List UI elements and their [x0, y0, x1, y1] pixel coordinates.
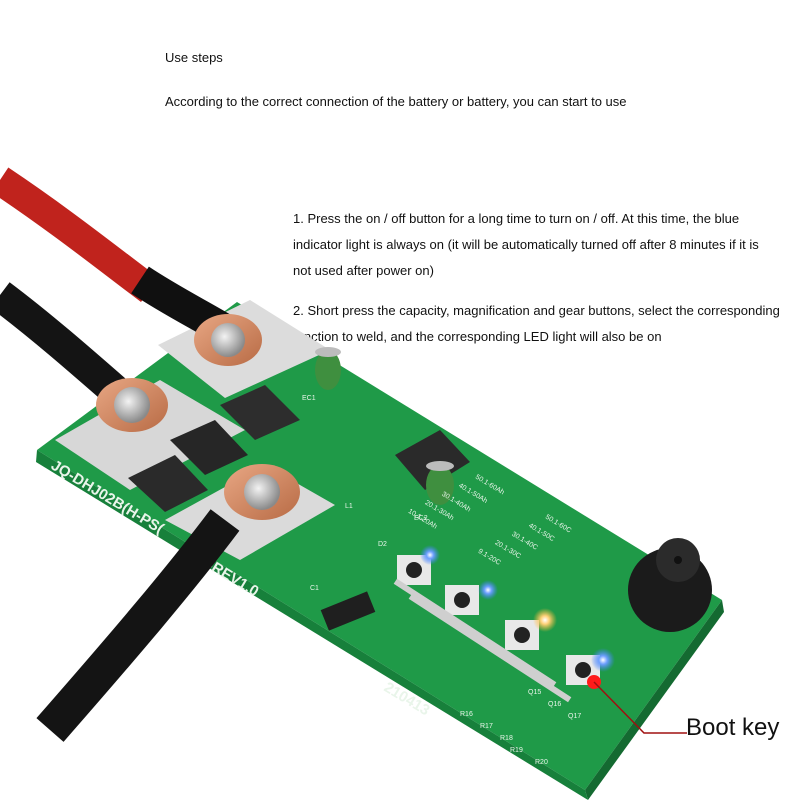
component-label: Q15 — [528, 689, 541, 696]
component-label: Q16 — [548, 701, 561, 708]
component-label: Q17 — [568, 713, 581, 720]
boot-key-label: Boot key — [686, 714, 780, 741]
component-label: R18 — [500, 735, 513, 742]
component-label: R19 — [510, 747, 523, 754]
heading: Use steps — [165, 50, 223, 65]
intro-text: According to the correct connection of t… — [165, 94, 627, 109]
boot-key-callout — [587, 675, 687, 734]
component-label: C1 — [310, 585, 319, 592]
component-label: L1 — [345, 503, 353, 510]
component-label: R17 — [480, 723, 493, 730]
component-label: R20 — [535, 759, 548, 766]
pcb-board: JQ-DHJ02B(H-PS( )-REV1.0 210413 50.1-60A… — [36, 300, 724, 800]
step-1: 1. Press the on / off button for a long … — [293, 211, 759, 278]
terminal-lugs — [96, 314, 300, 520]
component-label: EC1 — [302, 395, 316, 402]
component-label: R16 — [460, 711, 473, 718]
cables — [0, 167, 240, 742]
component-label: EC2 — [414, 515, 428, 522]
component-label: D2 — [378, 541, 387, 548]
step-2: 2. Short press the capacity, magnificati… — [293, 303, 780, 344]
